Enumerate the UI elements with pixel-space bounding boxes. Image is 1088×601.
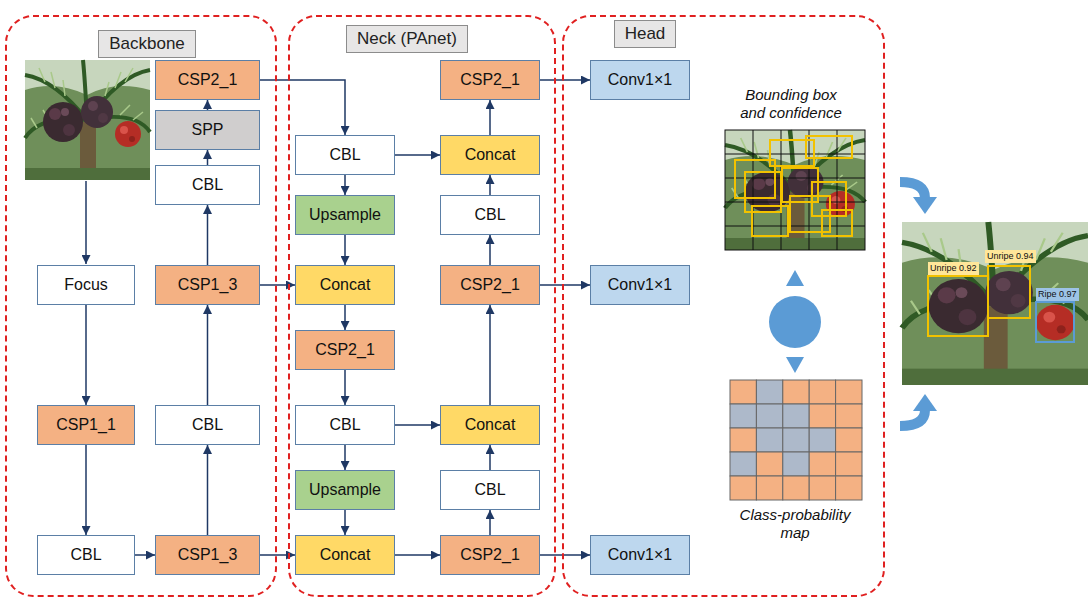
input-photo: [25, 60, 150, 180]
panel-caption: Class-probability map: [730, 506, 860, 542]
merge-circle: [769, 270, 821, 373]
connector: [395, 154, 440, 156]
backbone-region: BackboneCSP2_1SPPCBLFocusCSP1_3CSP1_1CBL…: [5, 15, 277, 597]
block-label: CBL: [329, 416, 360, 434]
connector: [207, 150, 209, 165]
block-label: CBL: [192, 416, 223, 434]
section-heading: Backbone: [98, 30, 196, 58]
csp-block: CSP2_1: [440, 535, 540, 575]
block-label: CSP1_1: [56, 416, 116, 434]
csp-block: CSP2_1: [155, 60, 260, 100]
block-label: Concat: [465, 416, 516, 434]
connector: [489, 445, 491, 470]
connector: [395, 424, 440, 426]
output-photo: [902, 222, 1088, 385]
block-label: CSP2_1: [460, 71, 520, 89]
connector: [395, 554, 440, 556]
block-label: Upsample: [309, 206, 381, 224]
csp-block: CSP2_1: [295, 330, 395, 370]
cbl-block: CBL: [295, 135, 395, 175]
block-label: CSP2_1: [178, 71, 238, 89]
connector: [207, 205, 209, 265]
block-label: Concat: [465, 146, 516, 164]
connector: [344, 445, 346, 470]
block-label: SPP: [191, 121, 223, 139]
concat-block: Concat: [295, 265, 395, 305]
upsample-block: Upsample: [295, 470, 395, 510]
block-label: CSP2_1: [460, 276, 520, 294]
connector: [207, 100, 209, 110]
cbl-block: CBL: [155, 405, 260, 445]
connector: [489, 235, 491, 265]
section-heading: Neck (PAnet): [346, 25, 468, 53]
block-label: CSP1_3: [178, 546, 238, 564]
block-label: CBL: [70, 546, 101, 564]
block-label: CBL: [192, 176, 223, 194]
section-heading: Head: [614, 20, 677, 48]
detection-label: Unripe 0.94: [985, 250, 1036, 263]
connector: [207, 305, 209, 405]
csp-block: CSP1_3: [155, 265, 260, 305]
connector: [540, 554, 590, 556]
csp-block: CSP2_1: [440, 60, 540, 100]
connector: [344, 235, 346, 265]
block-label: Conv1×1: [608, 71, 673, 89]
grid-photo: [725, 130, 865, 250]
block-label: CBL: [474, 206, 505, 224]
connector: [135, 554, 155, 556]
connector: [85, 445, 87, 535]
conv-block: Conv1×1: [590, 60, 690, 100]
block-label: CBL: [474, 481, 505, 499]
class-probability-map: [730, 380, 862, 500]
concat-block: Concat: [440, 405, 540, 445]
connector: [260, 80, 345, 135]
panel-caption: Bounding box and confidence: [735, 86, 847, 122]
connector: [489, 175, 491, 195]
conv-block: Conv1×1: [590, 265, 690, 305]
block-label: Upsample: [309, 481, 381, 499]
csp-block: CSP2_1: [440, 265, 540, 305]
block-label: Conv1×1: [608, 546, 673, 564]
cbl-block: CBL: [155, 165, 260, 205]
concat-block: Concat: [440, 135, 540, 175]
input-arrow: [85, 181, 87, 264]
connector: [489, 305, 491, 405]
connector: [540, 284, 590, 286]
neck-region: Neck (PAnet)CSP2_1CBLConcatUpsampleCBLCo…: [288, 15, 556, 597]
upsample-block: Upsample: [295, 195, 395, 235]
connector: [489, 100, 491, 135]
cbl-block: CBL: [440, 195, 540, 235]
connector: [344, 175, 346, 195]
connector: [489, 510, 491, 535]
block-label: CSP2_1: [460, 546, 520, 564]
connector: [344, 370, 346, 405]
connector: [85, 305, 87, 405]
concat-block: Concat: [295, 535, 395, 575]
csp-block: CSP1_1: [37, 405, 135, 445]
spp-block: SPP: [155, 110, 260, 150]
csp-block: CSP1_3: [155, 535, 260, 575]
connector: [540, 79, 590, 81]
block-label: Focus: [64, 276, 108, 294]
cbl-block: CBL: [440, 470, 540, 510]
detection-label: Unripe 0.92: [928, 262, 979, 275]
block-label: CBL: [329, 146, 360, 164]
focus-block: Focus: [37, 265, 135, 305]
block-label: CSP2_1: [315, 341, 375, 359]
block-label: Conv1×1: [608, 276, 673, 294]
cbl-block: CBL: [37, 535, 135, 575]
connector: [344, 305, 346, 330]
detection-label: Ripe 0.97: [1036, 288, 1079, 301]
cbl-block: CBL: [295, 405, 395, 445]
conv-block: Conv1×1: [590, 535, 690, 575]
block-label: Concat: [320, 546, 371, 564]
connector: [207, 445, 209, 535]
block-label: Concat: [320, 276, 371, 294]
block-label: CSP1_3: [178, 276, 238, 294]
connector: [344, 510, 346, 535]
